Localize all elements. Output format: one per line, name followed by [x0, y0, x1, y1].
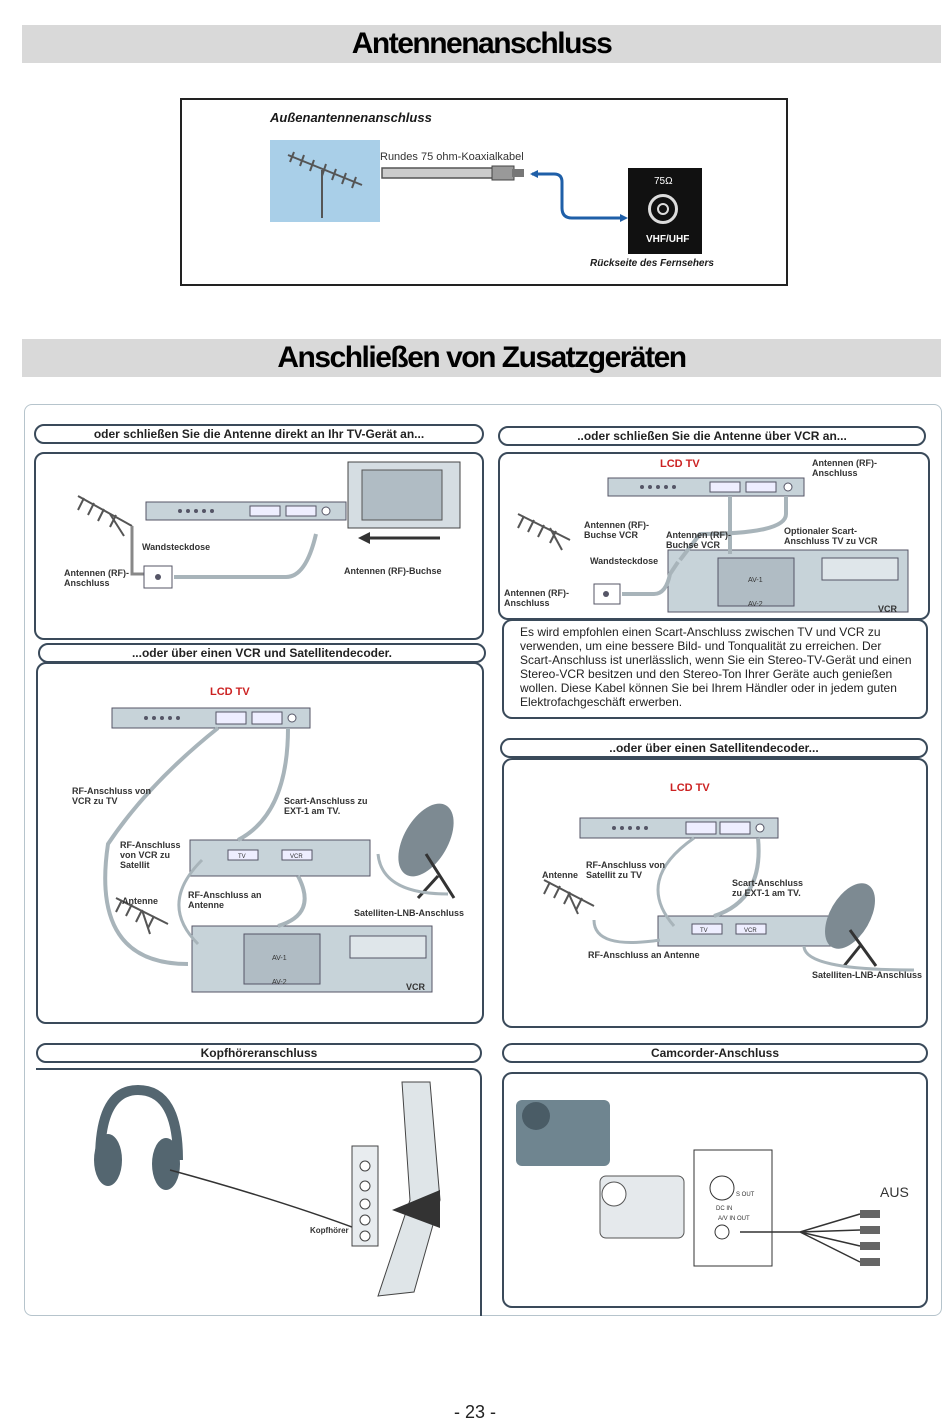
page-number: - 23 -	[453, 1402, 496, 1422]
direct-rf-socket: Antennen (RF)-Buchse	[344, 566, 442, 576]
devices-section-title: Anschließen von Zusatzgeräten	[22, 339, 941, 377]
sky-image	[270, 140, 380, 222]
via-vcr-vcr-label: VCR	[878, 604, 898, 614]
via-vcr-av1: AV-1	[748, 577, 763, 584]
sat-antenna: Antenne	[542, 870, 578, 880]
vcr-sat-lcd-label: LCD TV	[210, 686, 250, 698]
antenna-diagram-subtitle: Außenantennenanschluss	[270, 110, 432, 125]
camcorder-panel	[502, 1072, 928, 1308]
antenna-cable-drawing	[287, 151, 628, 222]
vcr-sat-panel: LCD TV RF-Anschluss von VCR zu TV Scart-…	[36, 662, 484, 1024]
rear-label: Rückseite des Fernsehers	[590, 258, 714, 269]
headphones-label: Kopfhörer	[310, 1226, 349, 1235]
headphones-heading: Kopfhöreranschluss	[36, 1043, 482, 1063]
vcr-sat-tv-tag: TV	[238, 854, 246, 860]
sat-vcr-tag: VCR	[744, 928, 757, 934]
antenna-section-title: Antennenanschluss	[22, 25, 941, 63]
sat-scart-ext1: Scart-Anschluss zu EXT-1 am TV.	[732, 878, 804, 898]
via-vcr-panel: LCD TV Antennen (RF)-Anschluss Antennen …	[498, 452, 930, 620]
vcr-sat-rf-vcr-sat: RF-Anschluss von VCR zu Satellit	[120, 840, 181, 870]
camcorder-heading: Camcorder-Anschluss	[502, 1043, 928, 1063]
camcorder-aus: AUS	[880, 1184, 909, 1200]
devices-frame	[24, 404, 942, 1316]
vcr-sat-av2: AV-2	[272, 979, 287, 986]
sat-heading: ..oder über einen Satellitendecoder...	[500, 738, 928, 758]
via-vcr-optional-scart: Optionaler Scart-Anschluss TV zu VCR	[784, 526, 878, 546]
via-vcr-wall-socket: Wandsteckdose	[590, 556, 659, 566]
direct-wall-socket: Wandsteckdose	[142, 542, 211, 552]
tv-port-panel: 75Ω VHF/UHF	[628, 168, 702, 254]
sat-drawing	[543, 817, 915, 972]
sat-rf-sat-tv: RF-Anschluss von Satellit zu TV	[586, 860, 666, 880]
via-vcr-heading: ..oder schließen Sie die Antenne über VC…	[498, 426, 926, 446]
antenna-diagram-box: Außenantennenanschluss Rundes 75 ohm-Koa…	[180, 98, 788, 286]
camcorder-s-out: S OUT	[736, 1192, 755, 1198]
via-vcr-rf-socket-2: Antennen (RF)-Buchse VCR	[666, 530, 731, 550]
direct-heading: oder schließen Sie die Antenne direkt an…	[34, 424, 484, 444]
sat-lcd-label: LCD TV	[670, 782, 710, 794]
vcr-sat-vcr-label: VCR	[406, 982, 426, 992]
direct-rf-connection: Antennen (RF)-Anschluss	[64, 568, 129, 588]
vcr-sat-vcr-tag: VCR	[290, 854, 303, 860]
sat-lnb: Satelliten-LNB-Anschluss	[812, 970, 923, 980]
vcr-sat-scart-ext1: Scart-Anschluss zu EXT-1 am TV.	[284, 796, 368, 816]
via-vcr-rf-top: Antennen (RF)-Anschluss	[812, 458, 877, 478]
via-vcr-lcd-label: LCD TV	[660, 458, 700, 470]
direct-drawing	[77, 461, 461, 589]
via-vcr-rf-connection: Antennen (RF)-Anschluss	[504, 588, 569, 608]
note-box	[502, 619, 928, 719]
coax-port-icon	[648, 194, 678, 224]
vcr-sat-rf-antenna: RF-Anschluss an Antenne	[188, 890, 262, 910]
direct-panel: Wandsteckdose Antennen (RF)-Anschluss An…	[34, 452, 484, 640]
sat-tv-tag: TV	[700, 928, 708, 934]
via-vcr-av2: AV-2	[748, 601, 763, 608]
vcr-sat-av1: AV-1	[272, 955, 287, 962]
vcr-sat-rf-vcr-tv: RF-Anschluss von VCR zu TV	[72, 786, 152, 806]
cable-label: Rundes 75 ohm-Koaxialkabel	[380, 151, 524, 163]
camcorder-av-in-out: A/V IN OUT	[718, 1216, 750, 1222]
vcr-sat-drawing	[103, 707, 456, 993]
via-vcr-rf-socket: Antennen (RF)-Buchse VCR	[584, 520, 649, 540]
note-text: Es wird empfohlen einen Scart-Anschluss …	[520, 625, 912, 709]
sat-panel: LCD TV Antenne RF-Anschluss von Satellit…	[502, 758, 928, 1028]
via-vcr-drawing	[517, 477, 909, 613]
headphones-panel	[36, 1068, 482, 1316]
vcr-sat-antenna: Antenne	[122, 896, 158, 906]
vcr-sat-lnb: Satelliten-LNB-Anschluss	[354, 908, 465, 918]
ohm-label: 75Ω	[654, 176, 673, 187]
port-label: VHF/UHF	[646, 234, 690, 245]
vcr-sat-heading: ...oder über einen VCR und Satellitendec…	[38, 643, 486, 663]
sat-rf-antenna: RF-Anschluss an Antenne	[588, 950, 700, 960]
camcorder-dc-in: DC IN	[716, 1206, 733, 1212]
